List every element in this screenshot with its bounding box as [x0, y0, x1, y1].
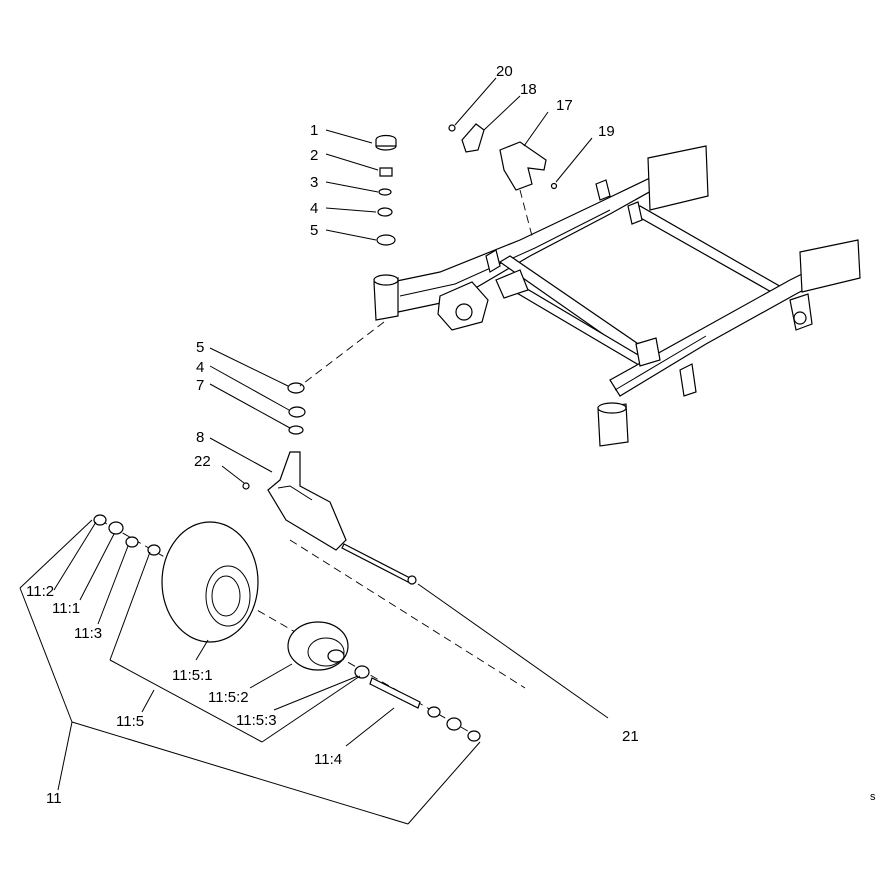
callout-1: 1	[310, 122, 318, 139]
callout-8: 8	[196, 429, 204, 446]
callout-11-2: 11:2	[26, 583, 54, 600]
callout-19: 19	[598, 123, 615, 140]
callout-22: 22	[194, 453, 211, 470]
callout-5-lower: 5	[196, 339, 204, 356]
wheel-assembly	[93, 514, 526, 742]
callout-11-1: 11:1	[52, 600, 80, 617]
callout-11-5: 11:5	[116, 713, 144, 730]
callout-11-5-2: 11:5:2	[208, 689, 249, 706]
callout-11-5-3: 11:5:3	[236, 712, 277, 729]
callout-21: 21	[622, 728, 639, 745]
callout-11: 11	[46, 790, 62, 807]
frame-assembly	[373, 145, 861, 447]
callout-labels: 1 2 3 4 5 20 18 17 19 5 4 7 8 22 11:2 11…	[26, 63, 876, 807]
callout-3: 3	[310, 174, 318, 191]
callout-11-5-1: 11:5:1	[172, 667, 213, 684]
callout-2: 2	[310, 147, 318, 164]
callout-20: 20	[496, 63, 513, 80]
callout-11-3: 11:3	[74, 625, 102, 642]
callout-5: 5	[310, 222, 318, 239]
spindle-stack	[242, 134, 397, 551]
callout-17: 17	[556, 97, 573, 114]
leader-lines	[19, 77, 609, 825]
corner-mark: s	[870, 791, 876, 803]
upper-bracket-parts	[448, 123, 558, 237]
callout-4: 4	[310, 200, 318, 217]
callout-11-4: 11:4	[314, 751, 342, 768]
callout-18: 18	[520, 81, 537, 98]
callout-4-lower: 4	[196, 359, 204, 376]
callout-7: 7	[196, 377, 204, 394]
